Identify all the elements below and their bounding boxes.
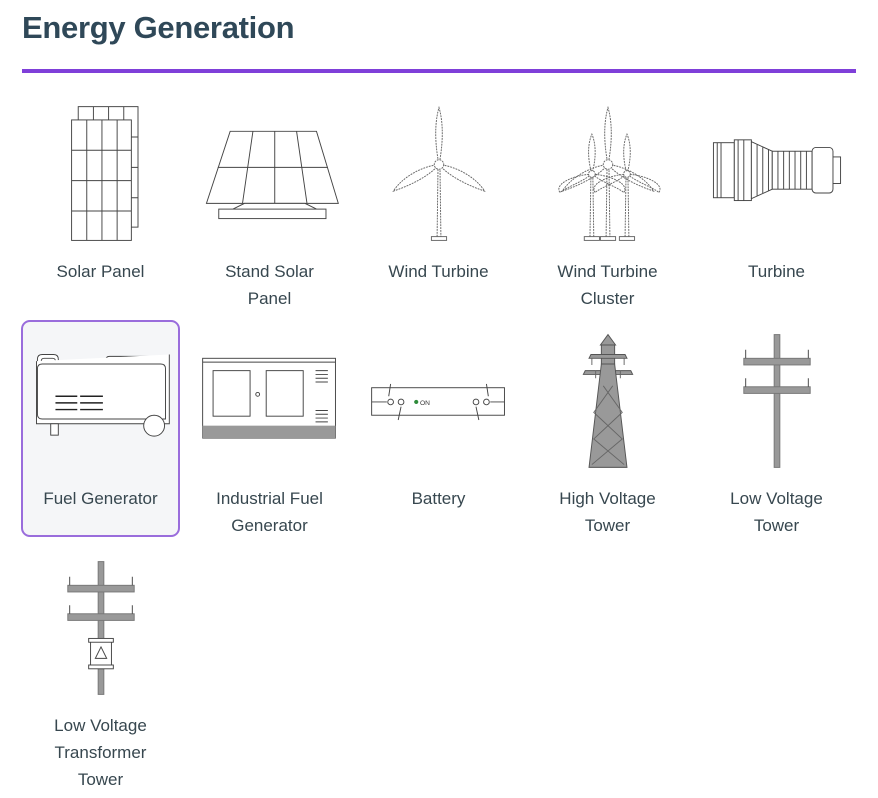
stand-solar-panel-icon (195, 100, 345, 248)
shape-item-low-voltage-tower[interactable]: Low Voltage Tower (697, 320, 856, 537)
title-divider (22, 69, 856, 73)
wind-turbine-icon (364, 100, 514, 248)
shape-label: High Voltage Tower (559, 489, 656, 535)
shape-label: Turbine (747, 262, 805, 281)
low-voltage-tower-icon (702, 327, 852, 475)
solar-panel-icon (26, 100, 176, 248)
fuel-generator-icon (26, 327, 176, 475)
shape-label: Low Voltage Transformer Tower (54, 716, 147, 789)
shape-item-low-voltage-transformer-tower[interactable]: Low Voltage Transformer Tower (21, 547, 180, 789)
high-voltage-tower-icon (533, 327, 683, 475)
shape-grid: Solar Panel Stand Solar Panel Wind Turbi… (21, 93, 856, 789)
shape-label: Wind Turbine (388, 262, 489, 281)
shape-label: Solar Panel (56, 262, 145, 281)
wind-turbine-cluster-icon (533, 100, 683, 248)
shape-label: Wind Turbine Cluster (557, 262, 658, 308)
shape-label: Industrial Fuel Generator (216, 489, 323, 535)
low-voltage-transformer-tower-icon (26, 554, 176, 702)
shape-item-stand-solar-panel[interactable]: Stand Solar Panel (190, 93, 349, 310)
page-title: Energy Generation (22, 10, 295, 45)
shape-item-solar-panel[interactable]: Solar Panel (21, 93, 180, 310)
shape-item-high-voltage-tower[interactable]: High Voltage Tower (528, 320, 687, 537)
turbine-icon (702, 100, 852, 248)
svg-text:ON: ON (420, 400, 430, 407)
shape-item-wind-turbine[interactable]: Wind Turbine (359, 93, 518, 310)
shape-item-turbine[interactable]: Turbine (697, 93, 856, 310)
shape-label: Stand Solar Panel (225, 262, 314, 308)
shape-item-wind-turbine-cluster[interactable]: Wind Turbine Cluster (528, 93, 687, 310)
shape-item-fuel-generator[interactable]: Fuel Generator (21, 320, 180, 537)
shape-item-battery[interactable]: ON Battery (359, 320, 518, 537)
shape-label: Low Voltage Tower (730, 489, 823, 535)
shape-label: Fuel Generator (43, 489, 158, 508)
shape-label: Battery (411, 489, 466, 508)
battery-icon: ON (364, 327, 514, 475)
shape-item-industrial-fuel-generator[interactable]: Industrial Fuel Generator (190, 320, 349, 537)
industrial-fuel-generator-icon (195, 327, 345, 475)
